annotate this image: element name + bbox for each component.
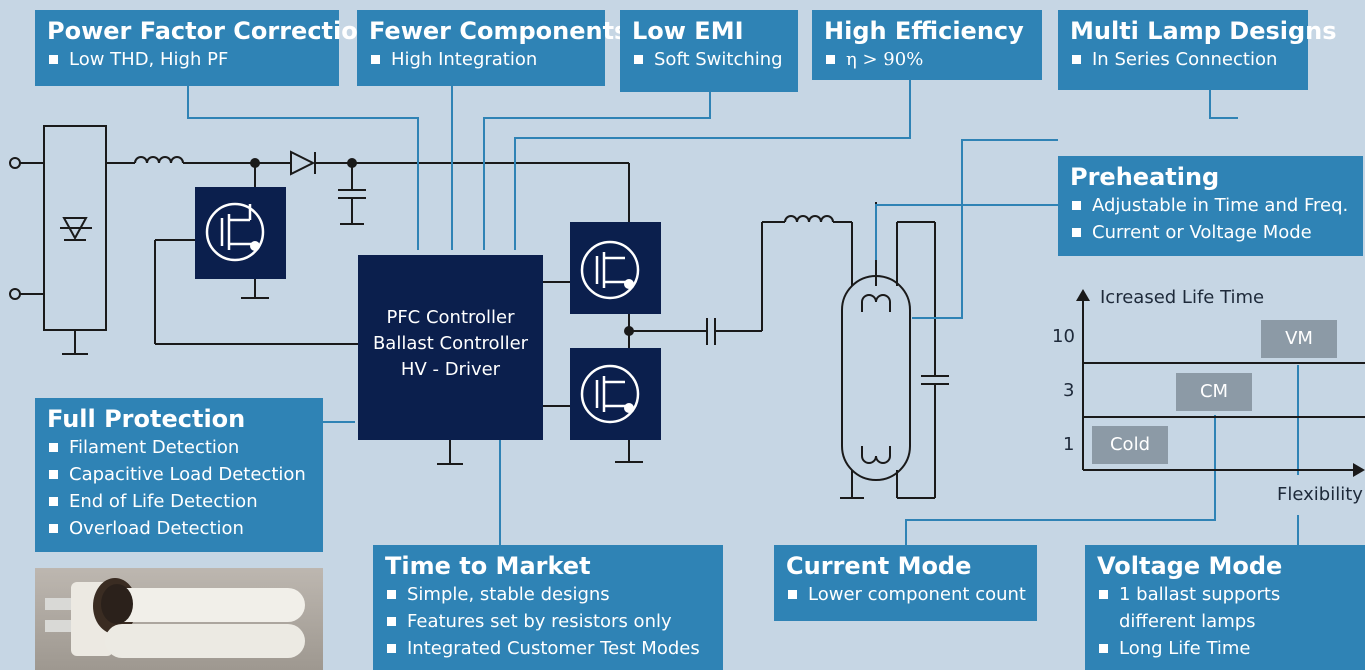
feature-protection-item: Filament Detection — [47, 434, 311, 461]
chart-y-tick: 1 — [1063, 434, 1075, 455]
feature-full-protection: Full Protection Filament Detection Capac… — [35, 398, 323, 552]
controller-line: PFC Controller — [386, 307, 515, 328]
feature-fewer-components: Fewer Components High Integration — [357, 10, 629, 86]
feature-protection-item: Capacitive Load Detection — [47, 461, 311, 488]
feature-preheat-item: Current or Voltage Mode — [1070, 219, 1351, 246]
chart-chip-cold: Cold — [1109, 434, 1150, 455]
feature-preheating: Preheating Adjustable in Time and Freq. … — [1058, 156, 1363, 256]
feature-multilamp-title: Multi Lamp Designs — [1070, 17, 1337, 45]
lamp-photo — [35, 568, 323, 670]
chart-chip-vm: VM — [1285, 328, 1313, 349]
feature-multilamp-item: In Series Connection — [1070, 46, 1296, 73]
feature-vm-item: Long Life Time — [1097, 635, 1353, 662]
feature-protection-item: End of Life Detection — [47, 488, 311, 515]
chart-y-tick: 3 — [1063, 380, 1075, 401]
controller-line: Ballast Controller — [372, 333, 529, 354]
feature-protection-title: Full Protection — [47, 405, 246, 433]
feature-emi-title: Low EMI — [632, 17, 744, 45]
chart-chip-cm: CM — [1199, 381, 1229, 402]
feature-pfc-title: Power Factor Correction — [47, 17, 375, 45]
feature-high-efficiency: High Efficiency η > 90% — [812, 10, 1042, 80]
feature-preheat-title: Preheating — [1070, 163, 1220, 191]
feature-emi-item: Soft Switching — [632, 46, 786, 73]
feature-preheat-item: Adjustable in Time and Freq. — [1070, 192, 1351, 219]
feature-cm-item: Lower component count — [786, 581, 1026, 608]
chart-x-label: Flexibility — [1277, 484, 1363, 505]
feature-pfc: Power Factor Correction Low THD, High PF — [35, 10, 375, 86]
feature-time-to-market: Time to Market Simple, stable designs Fe… — [373, 545, 723, 670]
feature-current-mode: Current Mode Lower component count — [774, 545, 1037, 621]
chart-y-tick: 10 — [1052, 326, 1075, 347]
chart-y-label: Icreased Life Time — [1100, 287, 1265, 308]
feature-ttm-item: Simple, stable designs — [385, 581, 711, 608]
feature-pfc-item: Low THD, High PF — [47, 46, 327, 73]
feature-efficiency-item: η > 90% — [824, 46, 1030, 73]
feature-ttm-title: Time to Market — [385, 552, 591, 580]
feature-multi-lamp: Multi Lamp Designs In Series Connection — [1058, 10, 1337, 90]
feature-protection-item: Overload Detection — [47, 515, 311, 542]
feature-ttm-item: Integrated Customer Test Modes — [385, 635, 711, 662]
feature-fewer-item: High Integration — [369, 46, 593, 73]
feature-low-emi: Low EMI Soft Switching — [620, 10, 798, 92]
feature-vm-item: 1 ballast supports — [1097, 581, 1353, 608]
feature-cm-title: Current Mode — [786, 552, 972, 580]
controller-ic-label: PFC Controller Ballast Controller HV - D… — [358, 305, 543, 383]
feature-vm-title: Voltage Mode — [1097, 552, 1283, 580]
controller-line: HV - Driver — [400, 359, 501, 380]
feature-efficiency-title: High Efficiency — [824, 17, 1024, 45]
feature-ttm-item: Features set by resistors only — [385, 608, 711, 635]
feature-vm-item: different lamps — [1119, 611, 1256, 632]
feature-voltage-mode: Voltage Mode 1 ballast supports differen… — [1085, 545, 1365, 670]
feature-fewer-title: Fewer Components — [369, 17, 629, 45]
